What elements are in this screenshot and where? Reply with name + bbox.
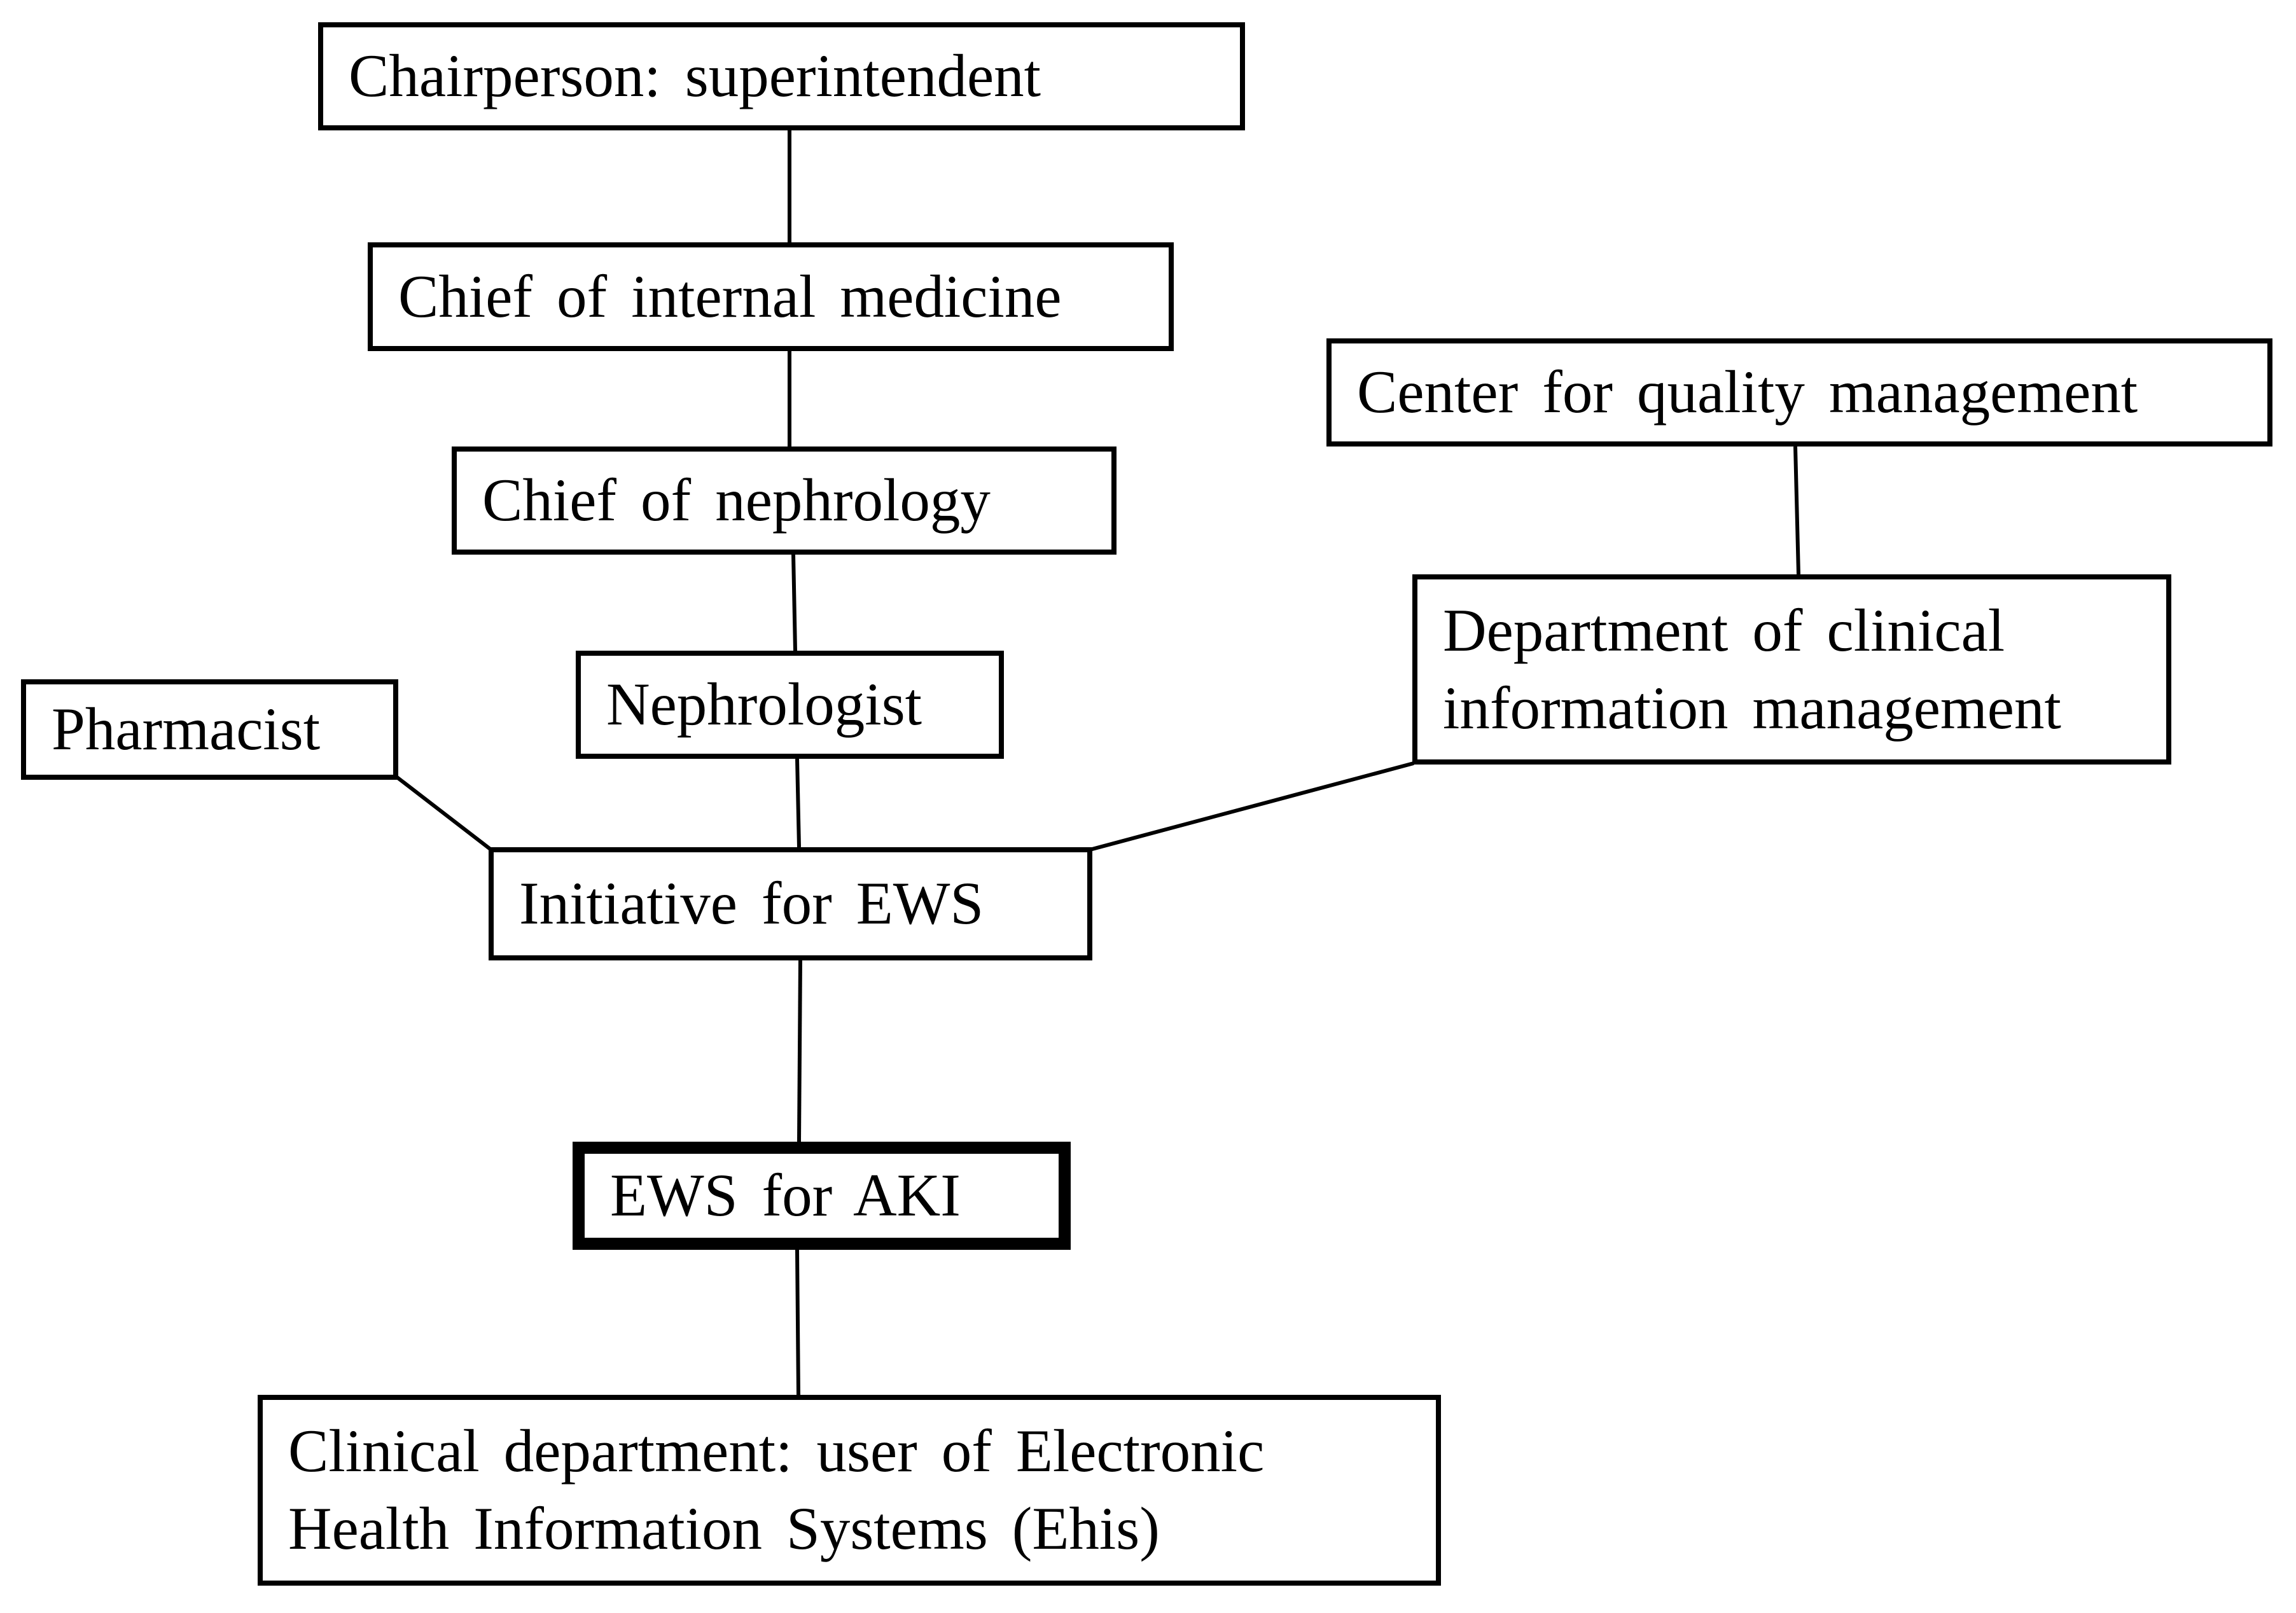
connector-department-to-initiative <box>1089 761 1414 852</box>
node-label: Initiative for EWS <box>519 869 984 938</box>
node-label: Clinical department: user of Electronic … <box>288 1417 1265 1562</box>
node-department-of-clinical-information-management: Department of clinical information manag… <box>1412 574 2171 765</box>
node-label: EWS for AKI <box>610 1161 961 1229</box>
node-center-for-quality-management: Center for quality management <box>1326 338 2272 447</box>
node-initiative-for-ews: Initiative for EWS <box>489 847 1092 960</box>
node-chief-of-nephrology: Chief of nephrology <box>452 447 1117 555</box>
node-label: Chief of nephrology <box>482 466 991 534</box>
node-ews-for-aki: EWS for AKI <box>573 1142 1071 1250</box>
connector-ews-aki-to-clinical-department <box>795 1249 800 1395</box>
node-pharmacist: Pharmacist <box>21 679 398 780</box>
connector-nephrologist-to-initiative <box>795 758 801 848</box>
node-label: Chief of internal medicine <box>398 262 1062 330</box>
connector-initiative-to-ews-aki <box>797 960 802 1142</box>
connector-center-quality-to-department <box>1793 446 1800 575</box>
node-nephrologist: Nephrologist <box>576 651 1004 759</box>
node-label: Pharmacist <box>52 695 321 763</box>
node-label: Department of clinical information manag… <box>1443 596 2061 742</box>
node-label: Center for quality management <box>1357 358 2138 426</box>
connector-chief-nephrology-to-nephrologist <box>791 554 797 651</box>
node-clinical-department-ehis-user: Clinical department: user of Electronic … <box>258 1395 1441 1586</box>
connector-pharmacist-to-initiative <box>396 775 492 852</box>
node-label: Nephrologist <box>606 670 922 738</box>
node-chairperson-superintendent: Chairperson: superintendent <box>318 22 1245 130</box>
node-label: Chairperson: superintendent <box>349 42 1041 110</box>
node-chief-of-internal-medicine: Chief of internal medicine <box>368 242 1174 351</box>
